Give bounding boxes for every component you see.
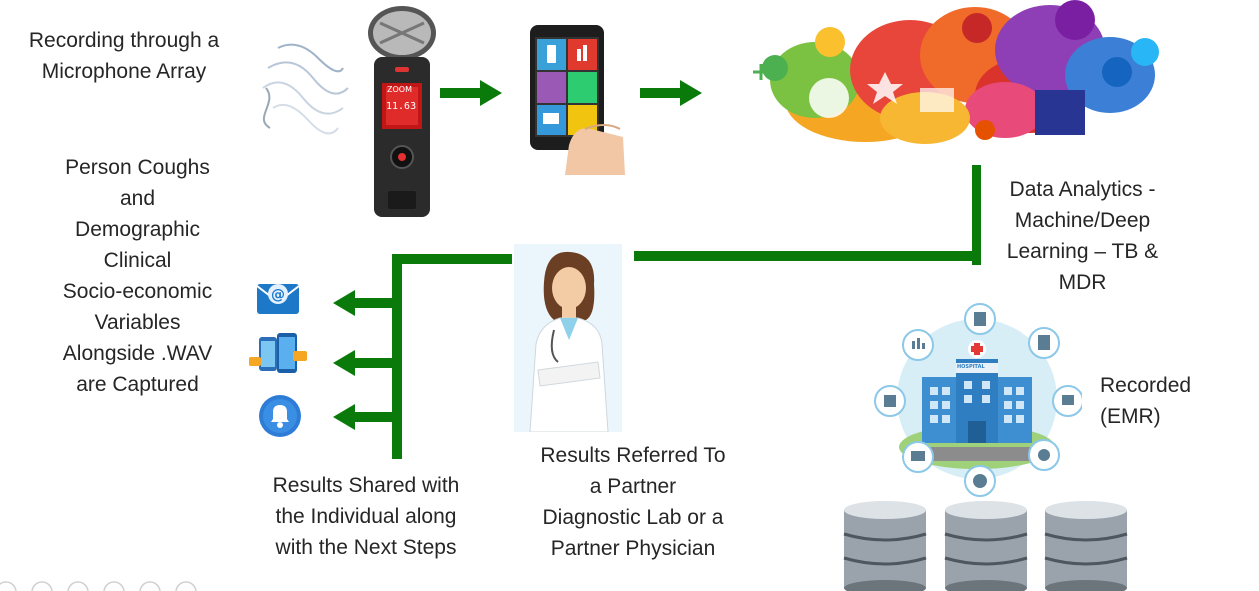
connector-horizontal-left: [392, 254, 512, 264]
connector-vertical-analytics: [972, 165, 981, 265]
svg-text:@: @: [271, 287, 285, 303]
social-share-icons: [0, 581, 197, 591]
label-results-shared: Results Shared with the Individual along…: [272, 474, 460, 559]
mobile-sms-icon: [249, 333, 307, 373]
arrow-left-icon: [333, 350, 395, 376]
label-recording: Recording through a Microphone Array: [28, 29, 220, 83]
sound-waves-icon: [262, 43, 349, 135]
label-results-referred: Results Referred To a Partner Diagnostic…: [540, 444, 726, 560]
recorder-screen-brand: ZOOM: [387, 85, 412, 94]
connector-horizontal-main: [634, 251, 981, 261]
arrow-left-icon: [333, 290, 395, 316]
app-cloud-icon: [753, 0, 1159, 144]
database-icon: [843, 501, 927, 591]
label-recorded-emr: Recorded (EMR): [1100, 374, 1192, 428]
hospital-sign: HOSPITAL: [957, 364, 985, 370]
recorder-screen-readout: 11.63: [386, 101, 417, 112]
connector-vertical-left: [392, 254, 402, 459]
label-data-analytics: Data Analytics - Machine/Deep Learning –…: [1006, 178, 1159, 294]
notification-bell-icon: [259, 395, 301, 437]
smartphone-apps-icon: [530, 25, 625, 175]
email-icon: @: [256, 284, 300, 314]
arrow-right-icon: [440, 80, 502, 106]
arrow-right-icon: [640, 80, 702, 106]
arrow-left-icon: [333, 404, 395, 430]
doctor-icon: [514, 244, 622, 432]
database-icon: [944, 501, 1028, 591]
label-person-captured: Person Coughs and Demographic Clinical S…: [62, 156, 213, 396]
database-icon: [1044, 501, 1128, 591]
hospital-icon: [874, 303, 1082, 497]
audio-recorder-icon: [368, 6, 436, 217]
